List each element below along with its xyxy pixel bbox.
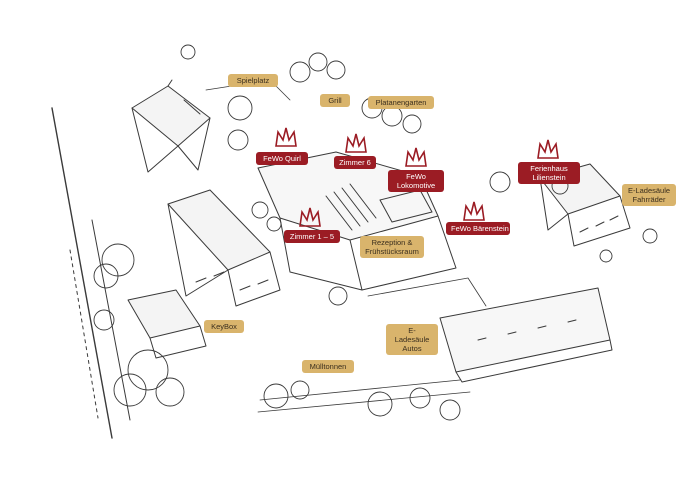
crown-icon bbox=[537, 139, 559, 159]
label-fewo-lokomotive: FeWo Lokomotive bbox=[388, 170, 444, 192]
building-top-left bbox=[131, 79, 211, 173]
label-e-ladesaeule-autos: E-Ladesäule Autos bbox=[386, 324, 438, 355]
crown-icon bbox=[405, 147, 427, 167]
building-zimmer-1-5 bbox=[167, 189, 281, 307]
label-muelltonnen: Mülltonnen bbox=[302, 360, 354, 373]
crown-icon bbox=[345, 133, 367, 153]
crown-icon bbox=[463, 201, 485, 221]
label-grill: Grill bbox=[320, 94, 350, 107]
label-fewo-quirl: FeWo Quirl bbox=[256, 152, 308, 165]
label-zimmer-6: Zimmer 6 bbox=[334, 156, 376, 169]
label-e-ladesaeule-fahrraeder: E-Ladesäule Fahrräder bbox=[622, 184, 676, 206]
label-ferienhaus-lilienstein: Ferienhaus Lilienstein bbox=[518, 162, 580, 184]
crown-icon bbox=[275, 127, 297, 147]
label-zimmer-1-5: Zimmer 1 – 5 bbox=[284, 230, 340, 243]
road bbox=[51, 107, 131, 439]
label-fewo-baerenstein: FeWo Bärenstein bbox=[446, 222, 510, 235]
label-rezeption: Rezeption & Frühstücksraum bbox=[360, 236, 424, 258]
label-platanengarten: Platanengarten bbox=[368, 96, 434, 109]
barn bbox=[439, 287, 613, 383]
label-keybox: KeyBox bbox=[204, 320, 244, 333]
trees bbox=[93, 44, 658, 421]
paths bbox=[205, 79, 487, 413]
crown-icon bbox=[299, 207, 321, 227]
label-spielplatz: Spielplatz bbox=[228, 74, 278, 87]
building-annex bbox=[127, 289, 207, 359]
